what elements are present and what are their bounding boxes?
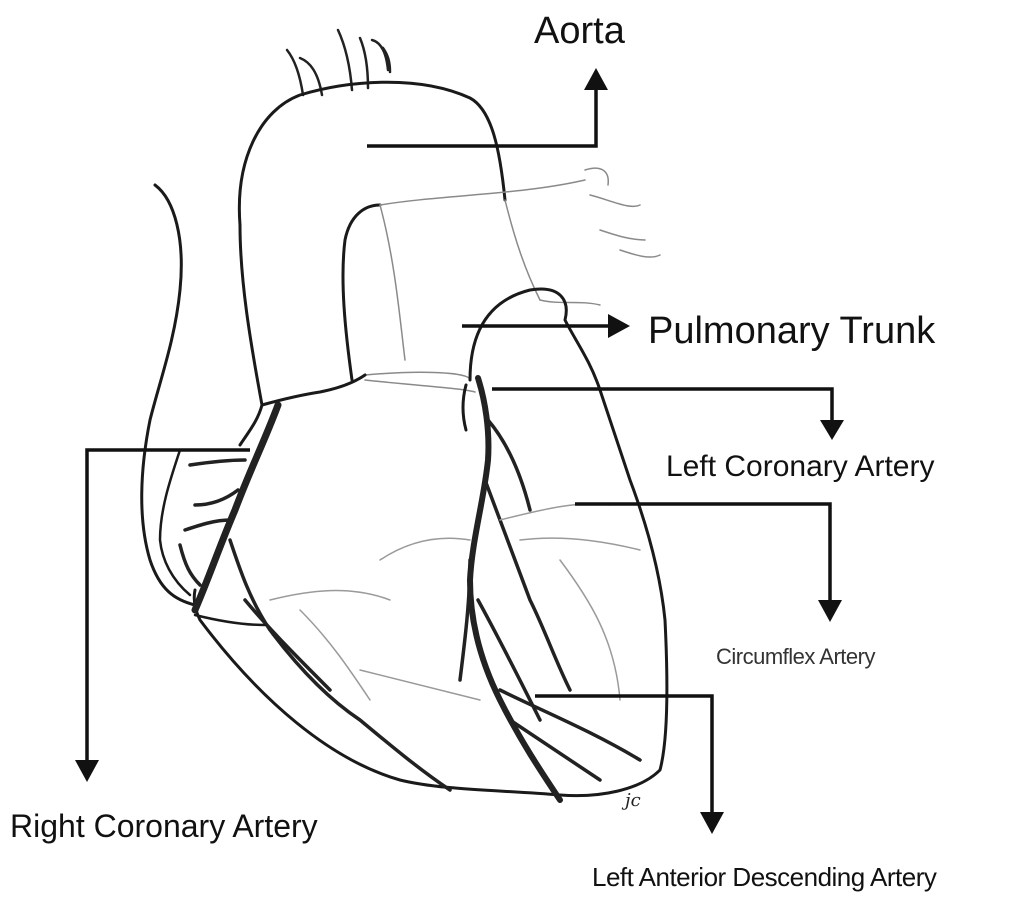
label-aorta: Aorta <box>534 12 625 50</box>
label-pulmonary-trunk: Pulmonary Trunk <box>648 312 935 350</box>
label-left-anterior-descending-artery: Left Anterior Descending Artery <box>592 864 936 890</box>
circumflex-vessel <box>270 504 640 700</box>
left-coronary-vessel <box>470 378 560 800</box>
label-left-coronary-artery: Left Coronary Artery <box>666 452 934 482</box>
label-right-coronary-artery: Right Coronary Artery <box>10 810 318 842</box>
heart-lower-edge <box>195 615 265 625</box>
right-coronary-vessel <box>195 405 278 610</box>
artist-signature: jc <box>625 790 641 811</box>
pulmonary-trunk-shape <box>365 168 660 392</box>
aorta-arrowhead <box>584 68 608 90</box>
right-coronary-arrowhead <box>75 760 99 782</box>
right-atrium <box>160 450 190 595</box>
label-circumflex-artery: Circumflex Artery <box>716 646 875 668</box>
lad-arrowhead <box>700 812 724 834</box>
left-coronary-arrowhead <box>820 420 844 440</box>
pulmonary-arrowhead <box>608 314 630 338</box>
aorta-shape <box>239 82 505 405</box>
heart-outline <box>194 289 667 796</box>
circumflex-arrowhead <box>818 600 842 622</box>
